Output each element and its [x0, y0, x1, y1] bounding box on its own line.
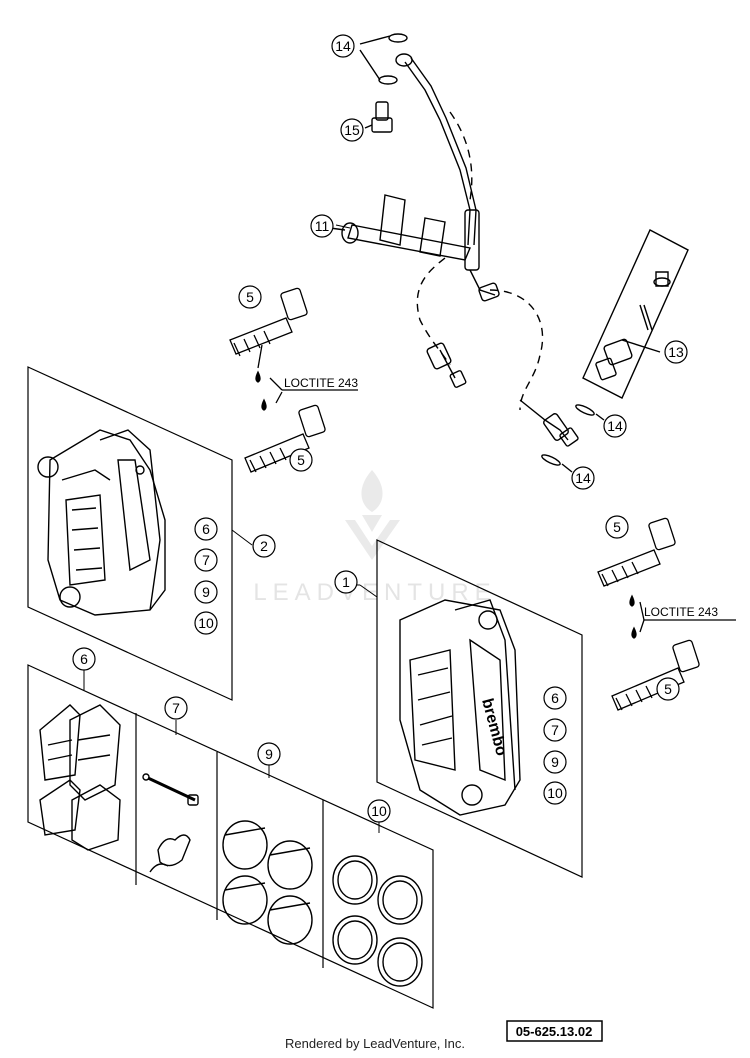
caliper-1-drawing: [399, 599, 521, 816]
callout-11: 11: [310, 214, 334, 238]
callout-7-kit: 7: [164, 696, 188, 720]
diagram-code-box: 05-625.13.02: [506, 1020, 603, 1042]
callout-1: 1: [334, 570, 358, 594]
seals-10: [332, 855, 423, 987]
callout-6-right: 6: [543, 686, 567, 710]
callout-7-right: 7: [543, 718, 567, 742]
svg-text:5: 5: [297, 452, 305, 468]
svg-text:7: 7: [202, 552, 210, 568]
footer-credit: Rendered by LeadVenture, Inc.: [285, 1036, 465, 1051]
callouts: 14 15 11 13 14 14 5 5: [72, 34, 688, 823]
callout-6-left: 6: [194, 517, 218, 541]
callout-9-right: 9: [543, 750, 567, 774]
callout-15: 15: [340, 118, 364, 142]
svg-text:6: 6: [551, 690, 559, 706]
svg-text:9: 9: [265, 746, 273, 762]
callout-9-kit: 9: [257, 742, 281, 766]
svg-text:1: 1: [342, 574, 350, 590]
callout-5-a: 5: [238, 285, 262, 309]
callout-10-left: 10: [194, 611, 218, 635]
svg-text:5: 5: [246, 289, 254, 305]
caliper-brand-text: brembo: [478, 697, 510, 758]
svg-text:13: 13: [668, 344, 684, 360]
svg-text:11: 11: [315, 218, 330, 234]
svg-text:6: 6: [202, 521, 210, 537]
callout-5-b: 5: [289, 448, 313, 472]
callout-14-top: 14: [331, 34, 355, 58]
svg-text:10: 10: [198, 615, 214, 631]
svg-text:7: 7: [172, 700, 180, 716]
callout-10-right: 10: [543, 781, 567, 805]
svg-text:15: 15: [344, 122, 360, 138]
svg-text:14: 14: [607, 418, 623, 434]
callout-6-kit: 6: [72, 647, 96, 671]
svg-text:5: 5: [613, 519, 621, 535]
bleeder-kit-13: [582, 229, 689, 399]
callout-14-low: 14: [571, 466, 595, 490]
callout-14-mid: 14: [603, 414, 627, 438]
caliper-2-drawing: [37, 429, 166, 616]
svg-text:6: 6: [80, 651, 88, 667]
svg-text:2: 2: [260, 538, 268, 554]
watermark: LEADVENTURE: [253, 470, 496, 606]
pistons-9: [222, 820, 313, 945]
svg-text:5: 5: [664, 681, 672, 697]
watermark-text: LEADVENTURE: [253, 579, 496, 606]
callout-5-d: 5: [656, 677, 680, 701]
kit-panels: [27, 664, 434, 1009]
flame-logo-icon: [361, 470, 383, 532]
svg-text:14: 14: [575, 470, 591, 486]
caliper-2-panel: [27, 366, 253, 701]
bolts-left: [229, 287, 358, 473]
svg-text:9: 9: [551, 754, 559, 770]
callout-7-left: 7: [194, 548, 218, 572]
loctite-label-right: LOCTITE 243: [644, 605, 718, 619]
callout-13: 13: [664, 340, 688, 364]
callout-5-c: 5: [605, 515, 629, 539]
loctite-label-left: LOCTITE 243: [284, 376, 358, 390]
v-logo-icon: [345, 520, 400, 560]
bolts-right: [597, 517, 736, 711]
svg-text:7: 7: [551, 722, 559, 738]
svg-text:10: 10: [547, 785, 563, 801]
callout-10-kit: 10: [367, 799, 391, 823]
brake-pads-6: [39, 704, 121, 851]
callout-9-left: 9: [194, 580, 218, 604]
diagram-code: 05-625.13.02: [516, 1024, 593, 1039]
pin-clip-7: [142, 773, 199, 873]
svg-text:9: 9: [202, 584, 210, 600]
svg-text:10: 10: [371, 803, 387, 819]
svg-text:14: 14: [335, 38, 351, 54]
callout-2: 2: [252, 534, 276, 558]
brake-line-assembly: [329, 33, 605, 473]
